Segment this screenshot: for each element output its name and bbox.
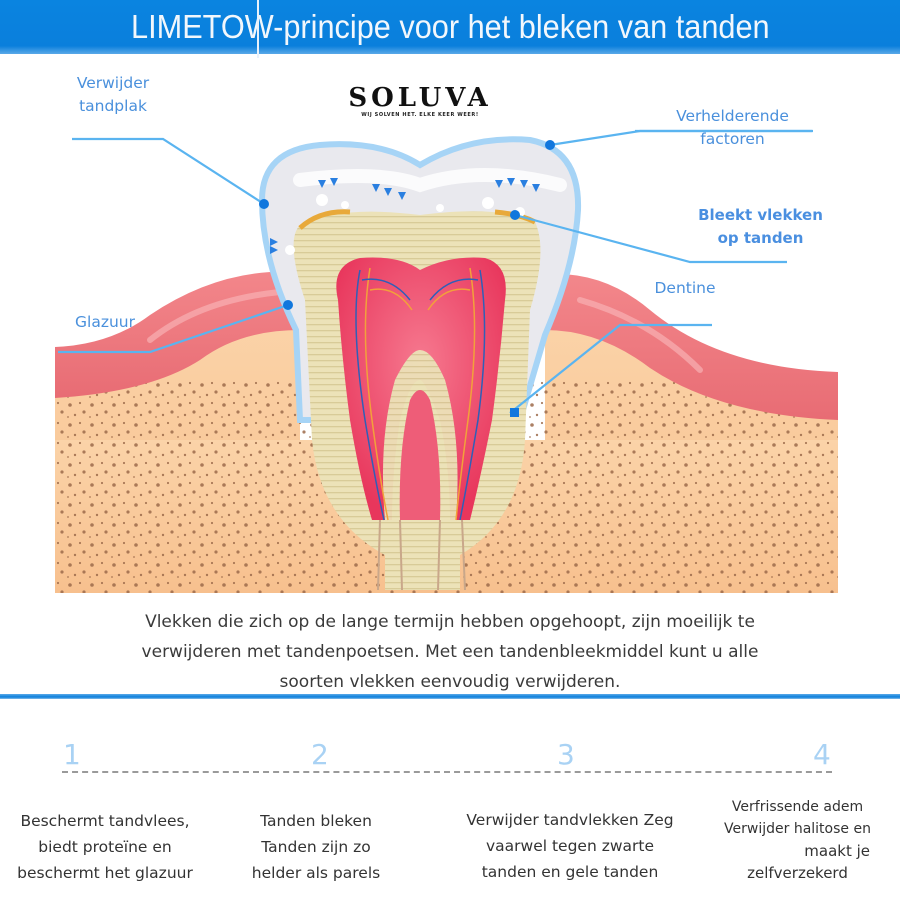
step-line: Verwijder tandvlekken Zeg <box>466 811 674 829</box>
step-line: biedt proteïne en <box>38 838 172 856</box>
step-number-1: 1 <box>63 738 81 771</box>
step-line: helder als parels <box>251 864 381 882</box>
label-enamel: Glazuur <box>75 313 135 331</box>
logo-tagline: WIJ SOLVEN HET. ELKE KEER WEER! <box>361 112 479 118</box>
page-title: LIMETOW-principe voor het bleken van tan… <box>130 8 770 45</box>
step-line: tanden en gele tanden <box>481 863 659 881</box>
label-line: Verhelderende <box>676 107 789 125</box>
step-line: maakt je <box>804 842 870 860</box>
step-line: beschermt het glazuur <box>17 864 193 882</box>
steps-dashed-line <box>62 771 832 773</box>
label-remove-plaque: Verwijder tandplak <box>58 72 168 118</box>
description-line: Vlekken die zich op de lange termijn heb… <box>145 612 755 632</box>
step-line: Beschermt tandvlees, <box>20 812 190 830</box>
description-line: soorten vlekken eenvoudig verwijderen. <box>279 672 621 692</box>
step-3-text: Verwijder tandvlekken Zeg vaarwel tegen … <box>450 807 690 885</box>
description-line: verwijderen met tandenpoetsen. Met een t… <box>141 642 759 662</box>
label-line: tandplak <box>79 97 147 115</box>
step-line: Verwijder halitose en <box>724 821 871 837</box>
step-2-text: Tanden bleken Tanden zijn zo helder als … <box>226 808 406 886</box>
description-text: Vlekken die zich op de lange termijn heb… <box>40 607 860 697</box>
label-brightening-factors: Verhelderende factoren <box>655 105 810 151</box>
step-number-4: 4 <box>813 738 831 771</box>
step-line: vaarwel tegen zwarte <box>485 837 655 855</box>
callout-lines <box>58 129 813 414</box>
logo-name: SOLUVA <box>348 83 492 113</box>
label-bleaches-stains: Bleekt vlekken op tanden <box>688 204 833 250</box>
tooth-illustration <box>55 129 838 593</box>
header-banner: LIMETOW-principe voor het bleken van tan… <box>0 0 900 54</box>
step-number-3: 3 <box>557 738 575 771</box>
step-1-text: Beschermt tandvlees, biedt proteïne en b… <box>5 808 205 886</box>
section-divider <box>0 694 900 699</box>
nerves <box>355 267 486 521</box>
gum-left <box>55 270 300 398</box>
callout-dots <box>259 140 555 417</box>
step-line: Tanden zijn zo <box>261 838 371 856</box>
label-line: factoren <box>700 130 765 148</box>
label-line: Verwijder <box>76 74 150 92</box>
label-line: Bleekt vlekken <box>698 206 823 224</box>
label-dentine: Dentine <box>654 279 716 297</box>
header-divider <box>257 0 259 58</box>
whitening-arrows <box>270 178 540 254</box>
step-line: zelfverzekerd <box>747 864 848 882</box>
step-number-2: 2 <box>311 738 329 771</box>
step-line: Verfrissende adem <box>731 799 864 815</box>
label-line: op tanden <box>717 229 804 247</box>
step-line: Tanden bleken <box>260 812 372 830</box>
step-4-text: Verfrissende adem Verwijder halitose en … <box>715 796 880 884</box>
soluva-logo: SOLUVA WIJ SOLVEN HET. ELKE KEER WEER! <box>340 84 500 118</box>
